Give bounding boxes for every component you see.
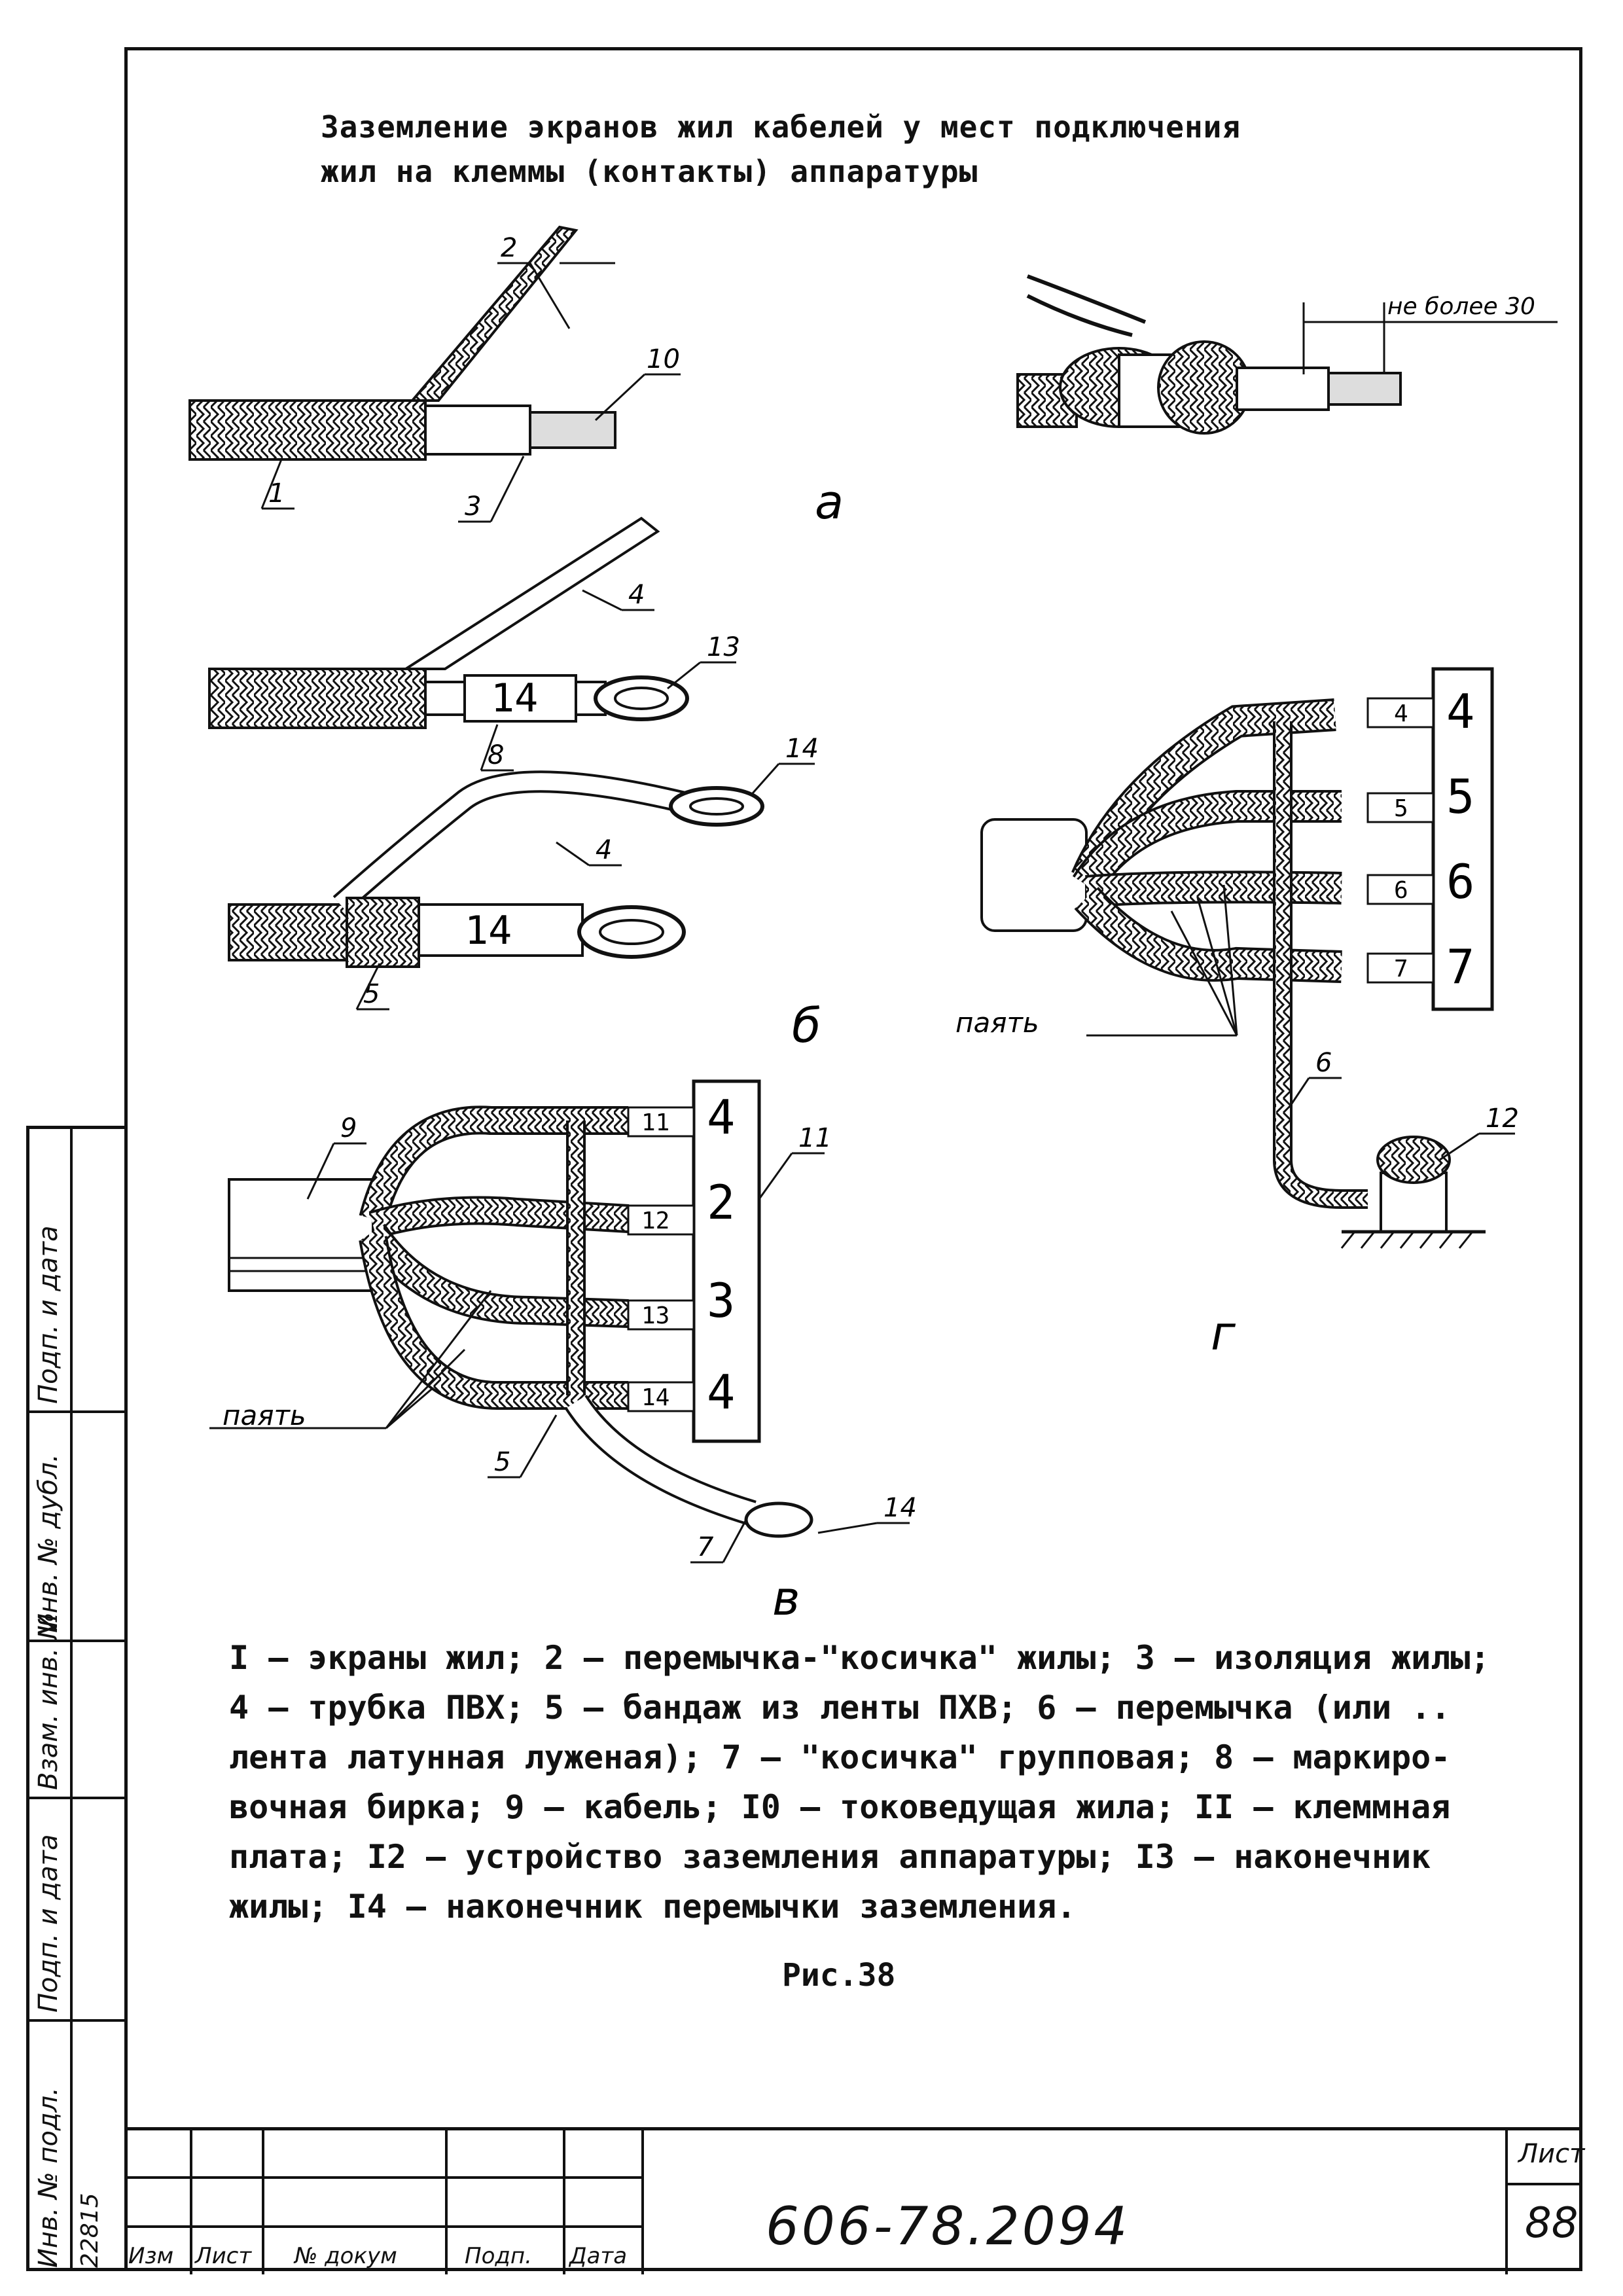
stamp-row-line xyxy=(124,2176,641,2179)
terminal-v-4a: 4 xyxy=(707,1090,735,1145)
terminal-g-4: 4 xyxy=(1446,684,1474,739)
tag-b-top: 14 xyxy=(491,675,538,721)
side-row-line xyxy=(29,2019,124,2022)
sheet-label: Лист xyxy=(1518,2139,1585,2169)
terminal-g-6: 6 xyxy=(1446,854,1474,909)
stamp-col-line xyxy=(641,2130,644,2274)
stamp-label-data: Дата xyxy=(569,2243,628,2269)
panel-g-callouts: паять 6 12 xyxy=(955,884,1519,1161)
legend-line-1: I – экраны жил; 2 – перемычка-"косичка" … xyxy=(229,1639,1490,1677)
callout-2: 2 xyxy=(501,233,517,263)
callout-6-g: 6 xyxy=(1315,1048,1332,1078)
side-label-inv-podl: Инв. № подл. xyxy=(33,2087,63,2268)
figure-38: 2 10 1 3 не более 30 а 14 xyxy=(124,47,1582,1626)
legend-line-6: жилы; I4 – наконечник перемычки заземлен… xyxy=(229,1888,1077,1926)
callout-1: 1 xyxy=(268,478,285,509)
document-number: 606-78.2094 xyxy=(766,2196,1130,2257)
panel-label-a: а xyxy=(815,475,844,529)
tag-v-12: 12 xyxy=(641,1208,669,1234)
solder-label-g: паять xyxy=(955,1007,1039,1039)
callout-4: 4 xyxy=(628,580,645,610)
side-row-line xyxy=(29,1410,124,1413)
tag-g-6: 6 xyxy=(1394,877,1408,904)
tag-v-11: 11 xyxy=(641,1109,669,1136)
note-distance: не более 30 xyxy=(1387,293,1535,320)
panel-b-top: 14 xyxy=(208,516,689,729)
tag-g-5: 5 xyxy=(1394,795,1408,822)
title-block: Изм Лист № докум Подп. Дата xyxy=(124,2127,1582,2274)
callout-7-v: 7 xyxy=(697,1532,714,1562)
panel-label-v: в xyxy=(772,1571,800,1618)
side-inv-number: 22815 xyxy=(77,2193,103,2268)
stamp-col-line xyxy=(1505,2130,1508,2274)
callout-14-b: 14 xyxy=(785,734,819,764)
callout-4-b: 4 xyxy=(596,835,612,865)
side-label-vzam-inv: Взам. инв. № xyxy=(33,1612,63,1790)
page-frame xyxy=(124,47,1582,2271)
stamp-col-line xyxy=(190,2130,192,2274)
legend-line-5: плата; I2 – устройство заземления аппара… xyxy=(229,1838,1431,1876)
legend-line-4: вочная бирка; 9 – кабель; I0 – токоведущ… xyxy=(229,1788,1451,1826)
callout-9: 9 xyxy=(340,1113,357,1143)
panel-label-g: г xyxy=(1211,1306,1236,1361)
tag-v-13: 13 xyxy=(641,1302,669,1329)
stamp-label-podp: Подп. xyxy=(465,2243,532,2269)
side-label-inv-dubl: Инв. № дубл. xyxy=(33,1454,63,1633)
stamp-col-line xyxy=(563,2130,565,2274)
stamp-row-line xyxy=(1505,2183,1582,2185)
terminal-v-4b: 4 xyxy=(707,1365,735,1420)
tag-g-7: 7 xyxy=(1394,956,1408,982)
side-row-line xyxy=(29,1797,124,1799)
panel-b-bottom: 14 xyxy=(228,770,764,968)
side-strip: Инв. № подл. Подп. и дата Взам. инв. № И… xyxy=(26,1126,124,2271)
panel-g: 4 5 6 7 4 5 6 7 xyxy=(980,667,1494,1249)
panel-v-callouts: 9 11 паять 5 7 14 xyxy=(209,1113,917,1564)
page-title: Заземление экранов жил кабелей у мест по… xyxy=(321,105,1241,194)
terminal-g-5: 5 xyxy=(1446,769,1474,824)
panel-label-b: б xyxy=(792,998,821,1053)
stamp-col-line xyxy=(445,2130,448,2274)
callout-10: 10 xyxy=(647,344,680,374)
side-label-podp-data-2: Подп. и дата xyxy=(33,1225,63,1404)
panel-v: 4 2 3 4 11 12 13 14 xyxy=(228,1079,813,1538)
callout-3: 3 xyxy=(465,492,481,522)
legend: I – экраны жил; 2 – перемычка-"косичка" … xyxy=(229,1633,1531,1931)
panel-a-callouts: 2 10 1 3 xyxy=(260,233,681,523)
panel-b-bottom-callouts: 14 4 5 xyxy=(355,734,819,1011)
stamp-row-line xyxy=(124,2225,641,2228)
figure-caption: Рис.38 xyxy=(782,1957,896,1994)
title-line-2: жил на клеммы (контакты) аппаратуры xyxy=(321,154,978,189)
solder-label-v: паять xyxy=(223,1399,306,1431)
sheet-number: 88 xyxy=(1525,2199,1578,2248)
panel-a-cable-left xyxy=(188,225,616,461)
panel-a-cable-right: не более 30 xyxy=(1016,274,1558,435)
tag-b-bottom: 14 xyxy=(465,908,512,954)
stamp-label-dokum: № докум xyxy=(294,2243,397,2269)
stamp-label-list: Лист xyxy=(195,2243,252,2269)
side-strip-divider xyxy=(70,1129,73,2268)
callout-13: 13 xyxy=(707,632,740,662)
callout-12-g: 12 xyxy=(1486,1103,1519,1134)
tag-g-4: 4 xyxy=(1394,700,1408,727)
callout-5-b: 5 xyxy=(363,979,380,1009)
side-row-line xyxy=(29,1640,124,1642)
callout-5-v: 5 xyxy=(494,1447,510,1477)
title-line-1: Заземление экранов жил кабелей у мест по… xyxy=(321,109,1241,145)
stamp-label-izm: Изм xyxy=(128,2243,174,2269)
terminal-v-2: 2 xyxy=(707,1175,735,1230)
panel-b-top-callouts: 4 13 8 xyxy=(480,580,740,772)
tag-v-14: 14 xyxy=(641,1384,669,1411)
callout-11: 11 xyxy=(798,1123,832,1153)
legend-line-2: 4 – трубка ПВХ; 5 – бандаж из ленты ПХВ;… xyxy=(229,1689,1451,1727)
terminal-g-7: 7 xyxy=(1446,939,1474,994)
terminal-v-3: 3 xyxy=(707,1273,735,1328)
legend-line-3: лента латунная луженая); 7 – "косичка" г… xyxy=(229,1738,1451,1776)
stamp-col-line xyxy=(262,2130,264,2274)
side-label-podp-data-1: Подп. и дата xyxy=(33,1834,63,2013)
callout-14-v: 14 xyxy=(883,1493,917,1523)
